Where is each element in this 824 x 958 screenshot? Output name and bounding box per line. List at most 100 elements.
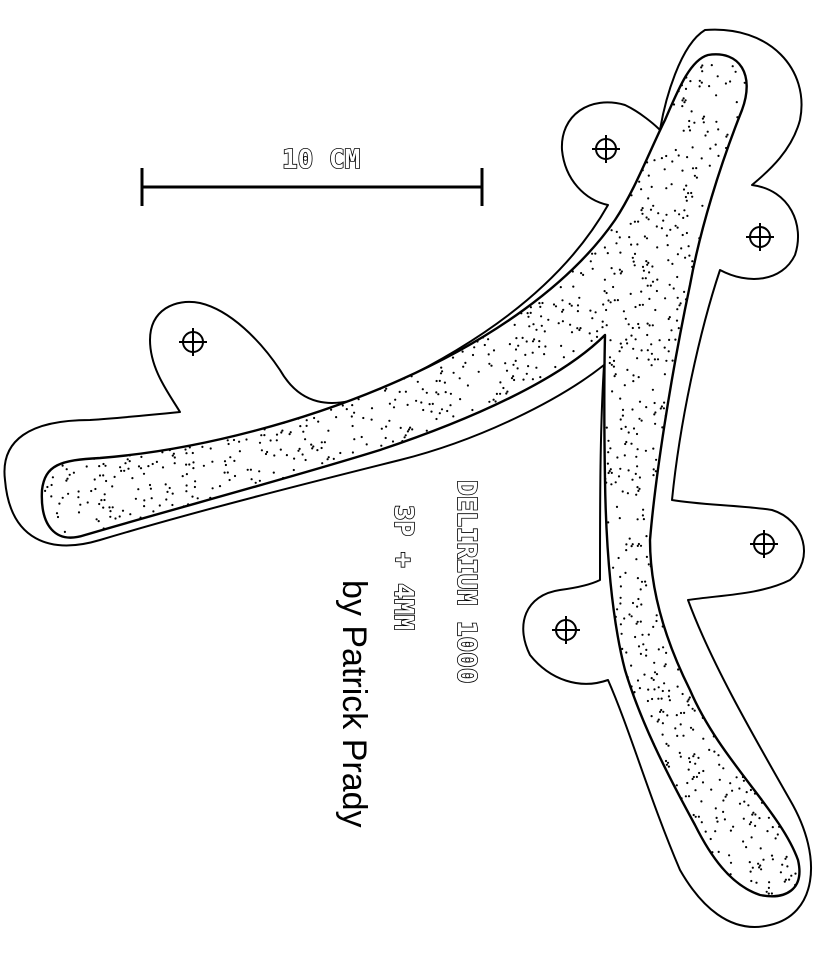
stipple-dot (543, 330, 546, 333)
stipple-dot (651, 324, 654, 327)
stipple-dot (635, 558, 638, 561)
stipple-dot (168, 486, 171, 490)
stipple-dot (680, 84, 684, 87)
stipple-dot (646, 263, 649, 266)
stipple-dot (118, 515, 121, 518)
stipple-dot (604, 477, 607, 480)
stipple-dot (646, 333, 649, 337)
stipple-dot (644, 580, 647, 583)
stipple-dot (688, 254, 691, 257)
stipple-dot (652, 474, 655, 477)
stipple-dot (505, 369, 509, 372)
stipple-dot (385, 425, 388, 428)
stipple-dot (616, 456, 619, 459)
stipple-dot (613, 272, 616, 275)
stipple-dot (679, 711, 683, 715)
stipple-dot (384, 436, 387, 440)
stipple-dot (729, 861, 733, 864)
stipple-dot (701, 117, 705, 120)
stipple-dot (61, 464, 64, 467)
stipple-dot (642, 269, 646, 272)
stipple-dot (736, 116, 739, 119)
stipple-dot (754, 813, 757, 816)
stipple-dot (771, 826, 774, 829)
stipple-dot (651, 280, 655, 283)
stipple-dot (487, 353, 490, 356)
stipple-dot (638, 400, 642, 403)
stipple-dot (641, 303, 645, 306)
stipple-dot (632, 347, 635, 350)
stipple-dot (652, 204, 655, 207)
stipple-dot (687, 192, 690, 195)
stipple-dot (539, 305, 542, 308)
stipple-dot (690, 110, 693, 113)
pivot-hole-top (592, 135, 620, 163)
stipple-dot (647, 261, 650, 264)
stipple-dot (625, 440, 628, 444)
stipple-dot (667, 259, 670, 262)
stipple-dot (552, 303, 556, 306)
stipple-dot (93, 478, 96, 481)
stipple-dot (771, 858, 775, 861)
stipple-dot (657, 697, 660, 700)
stipple-dot (353, 438, 356, 441)
stipple-dot (617, 556, 620, 560)
stipple-dot (103, 498, 106, 502)
stipple-dot (759, 864, 762, 867)
stipple-dot (702, 115, 706, 118)
stipple-dot (471, 353, 475, 357)
stipple-dot (678, 751, 681, 755)
stipple-dot (438, 412, 441, 415)
stipple-dot (185, 490, 188, 493)
stipple-dot (362, 416, 365, 420)
stipple-dot (642, 508, 645, 511)
stipple-dot (767, 892, 770, 895)
stipple-dot (588, 332, 591, 335)
stipple-dot (211, 460, 214, 463)
stipple-dot (541, 301, 544, 305)
stipple-dot (688, 696, 691, 699)
stipple-dot (655, 619, 658, 623)
stipple-dot (698, 237, 701, 240)
stipple-dot (664, 297, 667, 300)
stipple-dot (758, 866, 761, 869)
stipple-dot (351, 404, 354, 407)
stipple-dot (612, 365, 616, 368)
stipple-dot (794, 883, 797, 887)
stipple-dot (632, 380, 635, 383)
stipple-dot (679, 302, 682, 305)
stipple-dot (684, 87, 688, 90)
stipple-dot (652, 468, 655, 471)
stipple-dot (605, 324, 608, 327)
stipple-dot (150, 497, 153, 500)
stipple-dot (531, 351, 534, 354)
stipple-dot (683, 209, 686, 212)
stipple-dot (673, 209, 677, 212)
stipple-dot (610, 471, 613, 474)
stipple-dot (656, 720, 659, 723)
stipple-dot (665, 187, 668, 190)
stipple-dot (645, 584, 648, 587)
stipple-dot (607, 299, 610, 302)
stipple-dot (578, 296, 581, 299)
stipple-dot (576, 327, 579, 330)
stipple-dot (624, 442, 627, 446)
stipple-dot (601, 326, 604, 329)
stipple-dot (683, 101, 686, 104)
stipple-dot (658, 339, 661, 342)
stipple-dot (619, 585, 623, 588)
stipple-dot (681, 233, 684, 237)
stipple-dot (621, 414, 625, 417)
stipple-dot (524, 353, 527, 356)
stipple-dot (645, 648, 648, 652)
stipple-dot (612, 285, 615, 289)
stipple-dot (636, 620, 639, 623)
stipple-dot (258, 470, 261, 473)
stipple-dot (158, 504, 161, 507)
stipple-dot (627, 323, 630, 326)
stipple-dot (345, 408, 348, 411)
stipple-dot (100, 499, 103, 502)
stipple-dot (603, 290, 606, 293)
stipple-dot (218, 485, 222, 488)
